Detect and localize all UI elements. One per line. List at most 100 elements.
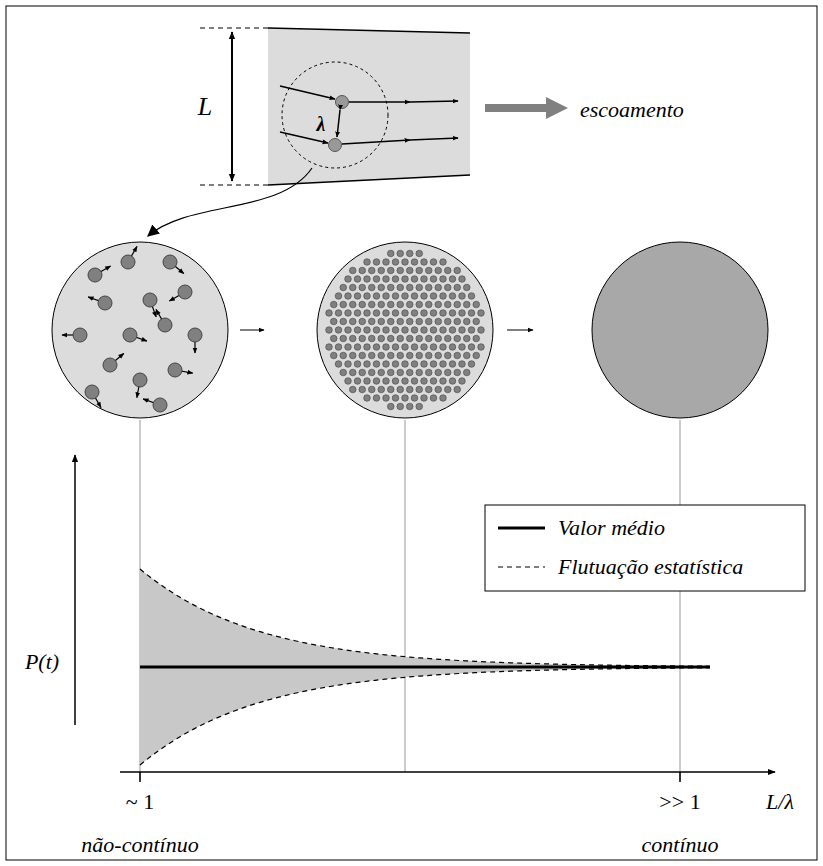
molecule (354, 327, 361, 334)
progress-arrow (507, 330, 533, 331)
molecule (335, 327, 342, 334)
molecule (425, 352, 432, 359)
molecule (392, 259, 399, 266)
molecule (354, 378, 361, 385)
molecule (392, 395, 399, 402)
molecule (349, 318, 356, 325)
molecule (430, 344, 437, 351)
molecule (326, 344, 333, 351)
molecule (364, 378, 371, 385)
molecule (449, 293, 456, 300)
molecule (454, 369, 461, 376)
dense-molecules (317, 242, 493, 418)
tick (679, 772, 681, 782)
molecule (411, 310, 418, 317)
molecule (454, 352, 461, 359)
dimension-line (200, 28, 268, 29)
molecule (406, 386, 413, 393)
molecule (435, 369, 442, 376)
molecule (392, 293, 399, 300)
molecule (416, 369, 423, 376)
molecule (387, 352, 394, 359)
molecule (368, 318, 375, 325)
molecule (121, 255, 135, 269)
molecule (378, 352, 385, 359)
molecule (387, 250, 394, 257)
molecule (425, 335, 432, 342)
molecule (373, 327, 380, 334)
molecule (459, 361, 466, 368)
molecule (440, 395, 447, 402)
label: P(t) (25, 650, 59, 674)
molecule (383, 327, 390, 334)
molecule (383, 378, 390, 385)
molecule (449, 327, 456, 334)
molecule (373, 395, 380, 402)
molecule (425, 386, 432, 393)
molecule (444, 335, 451, 342)
molecule (73, 328, 87, 342)
molecule (387, 369, 394, 376)
molecule (444, 318, 451, 325)
molecule (411, 293, 418, 300)
molecule (478, 327, 485, 334)
molecule (416, 284, 423, 291)
molecule (364, 344, 371, 351)
molecule (330, 335, 337, 342)
label: L (198, 93, 212, 122)
streamline (280, 86, 335, 99)
molecule (326, 310, 333, 317)
molecule (440, 259, 447, 266)
molecule (416, 335, 423, 342)
molecule (330, 318, 337, 325)
molecule (335, 344, 342, 351)
molecule (444, 352, 451, 359)
legend-text: Valor médio (558, 516, 665, 540)
molecule (468, 327, 475, 334)
molecule (454, 335, 461, 342)
particle (329, 139, 342, 152)
molecule (349, 284, 356, 291)
progress-arrow (240, 330, 264, 331)
molecule (435, 284, 442, 291)
molecule (359, 318, 366, 325)
molecule (435, 386, 442, 393)
molecule (387, 386, 394, 393)
molecule (378, 369, 385, 376)
molecule (383, 293, 390, 300)
molecule (444, 369, 451, 376)
molecule (340, 352, 347, 359)
molecule (421, 344, 428, 351)
molecule (416, 386, 423, 393)
molecule (378, 386, 385, 393)
molecule (373, 276, 380, 283)
molecule (421, 327, 428, 334)
molecule (459, 276, 466, 283)
molecule (416, 301, 423, 308)
molecule (359, 284, 366, 291)
molecule (373, 293, 380, 300)
molecule (85, 385, 99, 399)
molecule (440, 378, 447, 385)
molecule (153, 398, 167, 412)
molecule (359, 369, 366, 376)
channel-wall (268, 28, 470, 33)
molecule (354, 310, 361, 317)
molecule (392, 310, 399, 317)
molecule (402, 276, 409, 283)
molecule (435, 352, 442, 359)
molecule (463, 318, 470, 325)
molecule (392, 276, 399, 283)
molecule (478, 310, 485, 317)
molecule (397, 369, 404, 376)
molecule (359, 301, 366, 308)
molecule (459, 293, 466, 300)
molecule (463, 284, 470, 291)
molecule (387, 318, 394, 325)
zoom-circle (52, 242, 228, 418)
molecule (373, 344, 380, 351)
molecule (373, 259, 380, 266)
molecule (397, 318, 404, 325)
molecule (378, 267, 385, 274)
